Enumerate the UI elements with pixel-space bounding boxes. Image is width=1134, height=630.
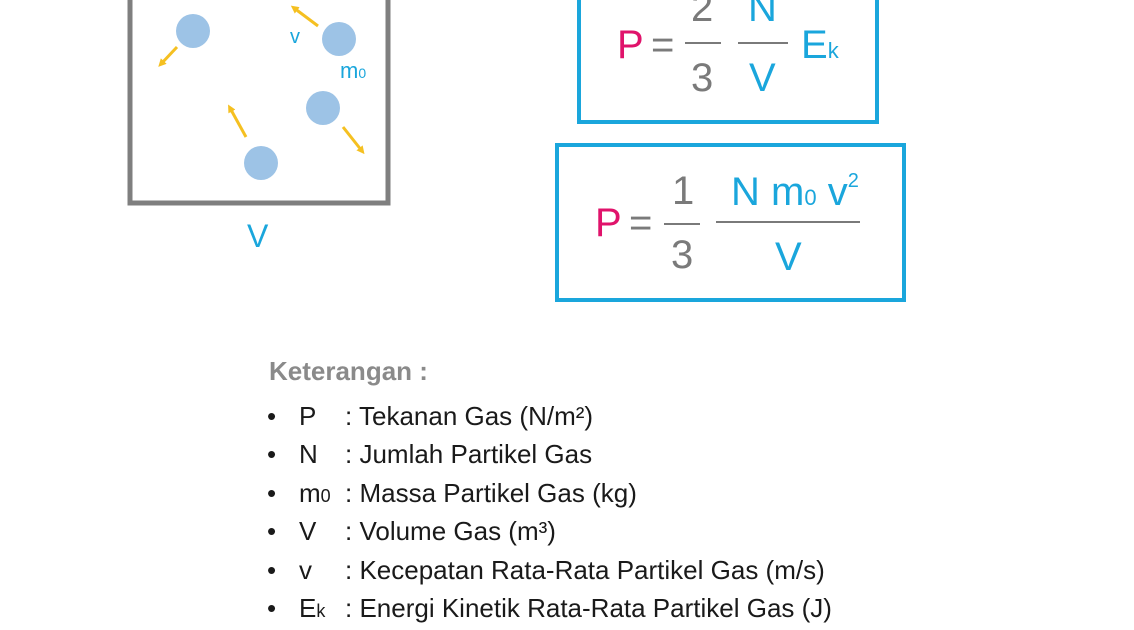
legend-symbol: v (299, 555, 312, 585)
bullet: • (267, 401, 277, 431)
legend-item: • Ek : Energi Kinetik Rata-Rata Partikel G… (267, 593, 832, 626)
velocity-arrow (158, 45, 179, 67)
formula-equals: = (629, 201, 653, 245)
velocity-arrow (290, 5, 319, 28)
legend-symbol: N (299, 439, 318, 469)
kinetic-energy-symbol: Ek (801, 23, 839, 67)
legend-item: • v : Kecepatan Rata-Rata Partikel Gas (m/… (267, 555, 825, 588)
legend-description: : Kecepatan Rata-Rata Partikel Gas (m/s) (345, 555, 825, 585)
formula-box-velocity: P = 1 3 N m0 v2 V (555, 143, 906, 302)
fraction-numerator: N m0 v2 (731, 170, 859, 214)
velocity-arrow (228, 104, 248, 138)
fraction-bar (685, 42, 721, 44)
legend-description: : Jumlah Partikel Gas (345, 439, 593, 469)
container-box (127, 0, 391, 206)
legend-symbol: m0 (299, 478, 331, 508)
coef-denominator: 3 (671, 233, 694, 277)
gas-particle (306, 91, 340, 125)
velocity-label: v (290, 26, 300, 48)
legend-description: : Volume Gas (m³) (345, 516, 556, 546)
legend-title: Keterangan : (269, 356, 428, 386)
bullet: • (267, 516, 277, 546)
legend-item: • P : Tekanan Gas (N/m²) (267, 401, 593, 434)
legend-symbol: Ek (299, 593, 326, 623)
legend-item: • V : Volume Gas (m³) (267, 516, 556, 549)
legend-description: : Energi Kinetik Rata-Rata Partikel Gas … (345, 593, 832, 623)
gas-particle (176, 14, 210, 48)
legend-item: • N : Jumlah Partikel Gas (267, 439, 592, 472)
legend-symbol: V (299, 516, 317, 546)
mass-label: m0 (340, 58, 366, 83)
gas-particle (322, 22, 356, 56)
volume-label: V (247, 218, 269, 254)
fraction-bar (738, 42, 788, 44)
legend-description: : Massa Partikel Gas (kg) (345, 478, 637, 508)
gas-particle (244, 146, 278, 180)
formula-lhs: P (595, 201, 622, 245)
coef-numerator: 1 (672, 169, 695, 213)
bullet: • (267, 555, 277, 585)
fraction-denominator: V (749, 56, 776, 100)
fraction-bar (664, 223, 700, 225)
legend-description: : Tekanan Gas (N/m²) (345, 401, 594, 431)
legend-symbol: P (299, 401, 317, 431)
bullet: • (267, 439, 277, 469)
formula-box-kinetic-energy: P = 2 3 N V Ek (577, 0, 879, 124)
formula-equals: = (651, 23, 675, 67)
fraction-denominator: V (775, 235, 802, 279)
coef-numerator: 2 (691, 0, 714, 30)
fraction-numerator: N (748, 0, 777, 30)
formula-lhs: P (617, 23, 644, 67)
coef-denominator: 3 (691, 56, 714, 100)
bullet: • (267, 593, 277, 623)
bullet: • (267, 478, 277, 508)
legend-item: • m0 : Massa Partikel Gas (kg) (267, 478, 637, 511)
gas-container-diagram: v m0 (127, 0, 391, 206)
velocity-arrow (341, 126, 365, 155)
fraction-bar (716, 221, 860, 223)
